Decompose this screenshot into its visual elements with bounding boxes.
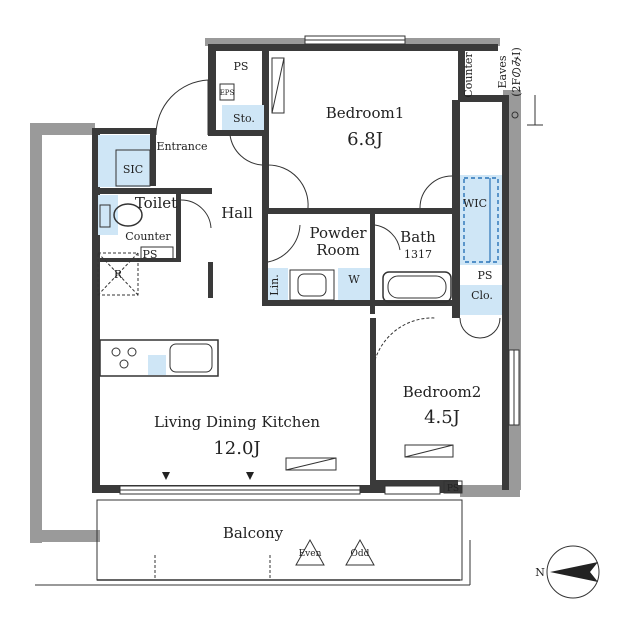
eps-box [219,83,235,101]
odd-label: Odd [351,549,370,559]
sic-label: SIC [123,163,143,176]
toilet-fixture [99,203,143,228]
bathtub [382,271,452,303]
eps-label: EPS [220,89,235,97]
ps-toilet-label: PS [143,248,158,261]
wic-shelving [463,177,499,263]
fridge-label: R [114,268,123,281]
ps-top-label: PS [234,60,249,73]
bedroom1-size: 6.8J [347,129,383,150]
compass [546,545,600,599]
bedroom1-name: Bedroom1 [326,104,405,122]
balcony-label: Balcony [223,524,284,542]
washer-label: W [348,273,360,286]
wash-basin [289,269,335,301]
north-label: N [535,566,545,579]
ps-bottom-label: PS [447,484,459,494]
bedroom2-size: 4.5J [424,407,460,428]
ps-bottom-box [443,480,463,494]
balcony-area [35,499,471,586]
lin-label: Lin. [268,274,281,295]
sic-outline [115,149,151,187]
kitchen-counter [99,339,219,377]
ps-right-label: PS [478,269,493,282]
even-label: Even [299,549,322,559]
door-swings [155,79,501,361]
powder-room-label-2: Room [316,241,360,259]
eaves-rail [511,95,543,126]
storage-fills [98,105,502,375]
arrow-marker-right [246,472,254,480]
hall-label: Hall [221,204,253,222]
powder-room-label-1: Powder [309,224,367,242]
bedroom2-name: Bedroom2 [403,383,482,401]
toilet-label: Toilet [135,194,177,212]
ldk-name: Living Dining Kitchen [154,413,320,431]
arrow-marker-left [162,472,170,480]
ldk-size: 12.0J [213,438,260,459]
sto-label: Sto. [233,112,255,125]
eaves-label-1: Eaves [496,55,509,88]
clo-label: Clo. [471,289,493,302]
fridge-box [97,252,139,296]
entrance-label: Entrance [156,140,207,153]
counter-top-label: Counter [462,52,475,98]
bath-label: Bath [400,228,436,246]
ps-toilet-box [140,246,174,260]
windows [119,35,520,495]
counter-toilet-label: Counter [125,230,171,243]
bath-size-label: 1317 [404,248,432,261]
wic-label: WIC [463,197,487,210]
aircon-units [271,57,454,471]
eaves-label-2: (2FのみI) [510,47,523,97]
